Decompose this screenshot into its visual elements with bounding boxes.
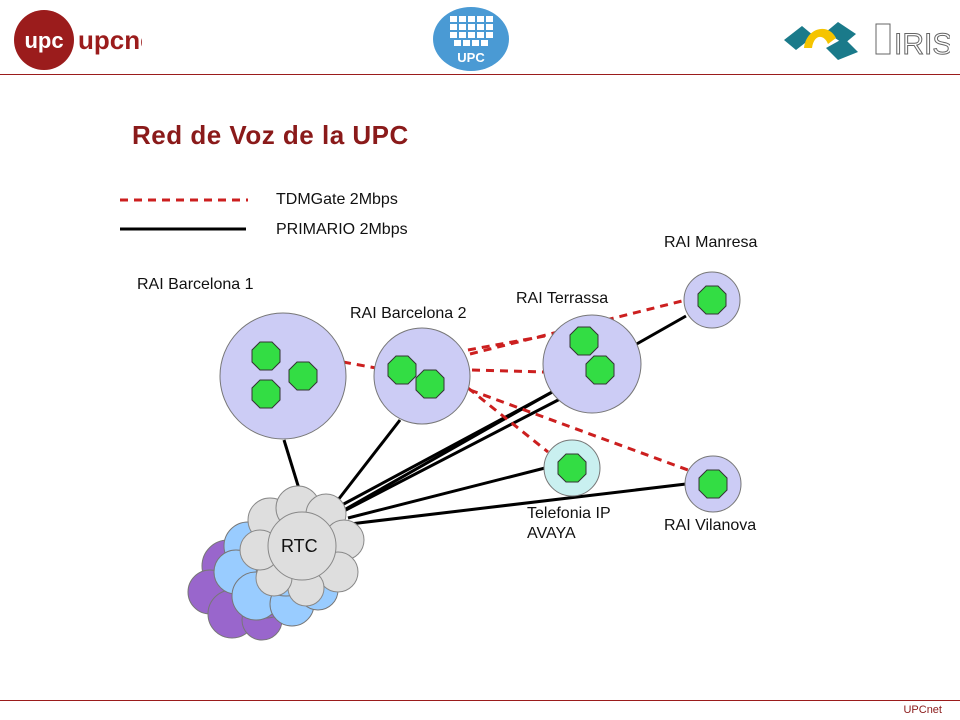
pbx-device-icon [251,341,281,371]
upc-logo-text: UPC [457,50,485,65]
legend-solid-label: PRIMARIO 2Mbps [276,221,408,238]
header-divider [0,74,960,75]
label-rai-barcelona-2: RAI Barcelona 2 [350,305,467,322]
label-rai-vilanova: RAI Vilanova [664,517,757,534]
label-avaya: AVAYA [527,525,576,542]
node-rai-manresa [683,271,741,329]
pbx-device-icon [585,355,615,385]
svg-text:upc: upc [24,28,63,53]
label-telefonia-ip: Telefonia IP [527,505,611,522]
label-rtc: RTC [281,536,318,556]
node-rai-vilanova [684,455,742,513]
upcnet-logo-text: upcnet [78,25,142,55]
page-title: Red de Voz de la UPC [132,120,409,150]
link-barcelona2-telefonia [467,386,549,454]
pbx-device-icon [415,369,445,399]
link-barcelona2-vilanova [469,388,689,472]
node-telefonia-ip [543,439,601,497]
upc-logo: UPC [433,7,509,71]
footer-divider [0,700,960,701]
link-rtc-vilanova [349,482,687,526]
link-barcelona2-manresa [469,298,687,356]
pbx-device-icon [387,355,417,385]
pbx-device-icon [569,326,599,356]
link-barcelona2-terrassa-a [467,334,546,352]
rediris-logo: IRIS [784,22,950,62]
pbx-device-icon [557,453,587,483]
rediris-logo-text: IRIS [894,28,950,61]
legend-dashed-label: TDMGate 2Mbps [276,191,398,208]
footer-text: UPCnet [903,704,942,716]
label-rai-barcelona-1: RAI Barcelona 1 [137,276,254,293]
pbx-device-icon [251,379,281,409]
link-barcelona2-terrassa-b [471,368,545,374]
pbx-device-icon [698,469,728,499]
label-rai-terrassa: RAI Terrassa [516,290,609,307]
pbx-device-icon [697,285,727,315]
link-rtc-barcelona1 [282,439,302,493]
link-barcelona1-barcelona2 [342,360,377,370]
link-rtc-telefonia [347,466,546,520]
rtc-cloud [187,485,365,641]
pbx-device-icon [288,361,318,391]
header: upc upcnet UPC IRIS [0,0,960,76]
node-rai-barcelona-1 [219,312,347,440]
upcnet-logo: upc upcnet [14,10,142,70]
node-rai-terrassa [542,314,642,414]
link-rtc-barcelona2 [336,419,402,501]
dashed-links [342,298,689,472]
label-rai-manresa: RAI Manresa [664,234,758,251]
link-rtc-terrassa-b [341,396,563,514]
cloud-gray [239,485,365,607]
node-rai-barcelona-2 [373,327,471,425]
